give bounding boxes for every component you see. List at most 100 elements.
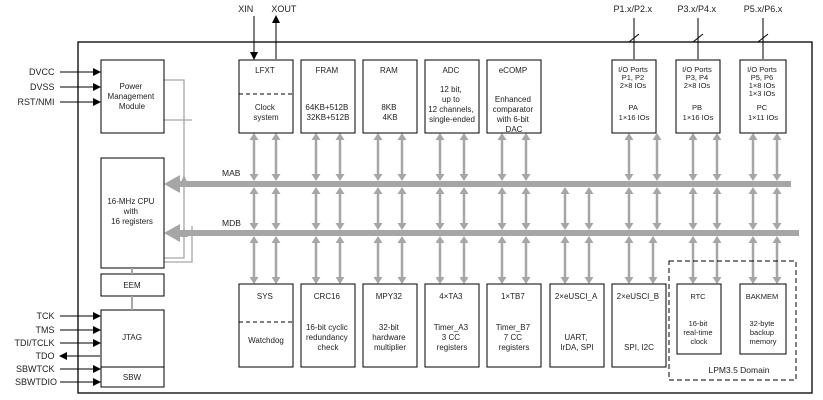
pa-head-3: 2×8 IOs	[620, 81, 647, 90]
cpu-block	[100, 157, 165, 269]
mdb-label: MDB	[222, 218, 241, 228]
bus-connector-arrowhead	[271, 174, 281, 181]
module-tb7: 1×TB7 Timer_B7 7 CC registers	[486, 283, 542, 368]
mpy32-desc-3: multiplier	[374, 343, 406, 352]
bus-connector-arrowhead	[521, 277, 531, 284]
bus-connector-arrowhead	[624, 133, 634, 140]
pin-rst: RST/NMI	[17, 97, 54, 107]
bus-connector-arrowhead	[688, 236, 698, 243]
pin-tck: TCK	[36, 311, 54, 321]
bus-connector-arrowhead	[584, 223, 594, 230]
pc-head-1: I/O Ports	[747, 65, 777, 74]
mab-bus	[164, 175, 791, 193]
bus-connector-arrowhead	[652, 187, 662, 194]
bus-connector-arrowhead	[397, 277, 407, 284]
ram-title: RAM	[380, 66, 398, 75]
module-fram: FRAM 64KB+512B 32KB+512B	[300, 59, 356, 134]
lpm-domain-box	[668, 260, 797, 381]
bus-connector-arrowhead	[335, 133, 345, 140]
bus-connector-arrowhead	[648, 236, 658, 243]
eusci-b-title: 2×eUSCI_B	[617, 292, 659, 301]
bus-connector-arrowhead	[271, 277, 281, 284]
pa-title: PA	[628, 103, 637, 112]
bus-connector-arrowhead	[624, 236, 634, 243]
bus-connector-arrowhead	[397, 236, 407, 243]
svg-text:BAKMEM 32-byte bac: BAKMEM 32-byte backup memory	[746, 292, 781, 346]
pin-sbwtck: SBWTCK	[16, 364, 55, 374]
eusci-a-title: 2×eUSCI_A	[555, 292, 598, 301]
bakmem-title: BAKMEM	[746, 292, 779, 301]
bus-connector-arrowhead	[311, 187, 321, 194]
bus-connector-arrowhead	[311, 236, 321, 243]
pc-title: PC	[757, 103, 768, 112]
module-ecomp: eCOMP Enhanced comparator with 6-bit DAC	[486, 59, 542, 134]
pmm-line-1: Power	[120, 82, 143, 91]
bus-connector-arrowhead	[373, 174, 383, 181]
tb7-title: 1×TB7	[501, 292, 525, 301]
svg-text:16-MHz CPU with 16 reg: 16-MHz CPU with 16 registers	[107, 197, 156, 226]
svg-text:2×eUSCI_A UART, Ir: 2×eUSCI_A UART, IrDA, SPI	[555, 292, 599, 352]
bus-connectors	[249, 133, 782, 284]
ram-desc-2: 4KB	[382, 113, 397, 122]
bus-connector-arrowhead	[560, 236, 570, 243]
mpy32-title: MPY32	[376, 292, 403, 301]
sbw-block	[100, 366, 165, 388]
lpm-domain-label: LPM3.5 Domain	[709, 365, 770, 375]
cpu-line-1: 16-MHz CPU	[107, 197, 154, 206]
module-lfxt: LFXT Clock system	[238, 59, 294, 134]
ecomp-title: eCOMP	[499, 66, 527, 75]
ecomp-desc-4: DAC	[506, 125, 523, 134]
adc-desc-1: 12 bit,	[440, 85, 462, 94]
bus-connector-arrowhead	[435, 187, 445, 194]
bus-connector-arrowhead	[497, 277, 507, 284]
svg-text:ADC 12 bit, up to: ADC 12 bit, up to 12 channels, single-en…	[428, 66, 476, 124]
bus-connector-arrowhead	[624, 174, 634, 181]
pa-head-2: P1, P2	[622, 73, 645, 82]
pmm-line-2: Management	[108, 92, 155, 101]
bus-connector-arrowhead	[521, 133, 531, 140]
bus-connector-arrowhead	[435, 174, 445, 181]
bus-connector-arrowhead	[397, 187, 407, 194]
bus-connector-arrowhead	[459, 174, 469, 181]
adc-desc-2: up to	[442, 95, 460, 104]
bakmem-desc-2: backup	[750, 328, 774, 337]
bus-connector-arrowhead	[459, 133, 469, 140]
pmm-line-3: Module	[119, 102, 146, 111]
fram-title: FRAM	[316, 66, 339, 75]
svg-text:4×TA3 Timer_A3 3 C: 4×TA3 Timer_A3 3 CC registers	[434, 292, 471, 352]
bus-connector-arrowhead	[748, 223, 758, 230]
bus-connector-arrowhead	[435, 133, 445, 140]
bus-connector-arrowhead	[459, 223, 469, 230]
pin-xin: XIN	[238, 4, 253, 14]
crc16-desc-3: check	[318, 343, 340, 352]
tb7-desc-2: 7 CC	[504, 333, 522, 342]
pin-p5: P5.x/P6.x	[744, 4, 783, 14]
svg-text:I/O Ports P3, P4 2: I/O Ports P3, P4 2×8 IOs PB 1×16 IOs	[682, 65, 714, 122]
mdb-bus	[164, 224, 799, 242]
bus-connector-arrowhead	[624, 187, 634, 194]
bus-connector-arrowhead	[373, 133, 383, 140]
svg-text:XIN XOUT P1.x/P2.x: XIN XOUT P1.x/P2.x P3.x/P4.x P5.x/P6.x	[238, 4, 783, 14]
ecomp-desc-2: comparator	[493, 105, 534, 114]
module-rtc: RTC 16-bit real-time clock	[676, 283, 722, 355]
bus-connector-arrowhead	[311, 277, 321, 284]
rtc-desc-2: real-time	[683, 328, 712, 337]
crc16-desc-2: redundancy	[306, 333, 348, 342]
bus-connector-arrowhead	[748, 174, 758, 181]
module-pc: I/O Ports P5, P6 1×8 IOs 1×3 IOs PC 1×11…	[739, 59, 787, 134]
pa-sub: 1×16 IOs	[619, 113, 650, 122]
bus-connector-arrowhead	[652, 223, 662, 230]
bus-connector-arrowhead	[459, 277, 469, 284]
module-mpy32: MPY32 32-bit hardware multiplier	[362, 283, 418, 368]
pin-dvcc: DVCC	[29, 67, 55, 77]
lfxt-desc-1: Clock	[255, 103, 276, 112]
sys-desc-1: Watchdog	[248, 336, 284, 345]
bus-connector-arrowhead	[688, 277, 698, 284]
svg-text:Power Management Modul: Power Management Module	[108, 82, 157, 111]
svg-text:LFXT Clock system: LFXT Clock system	[253, 66, 279, 122]
ta3-title: 4×TA3	[439, 292, 463, 301]
bus-connector-arrowhead	[335, 223, 345, 230]
mab-label: MAB	[222, 168, 241, 178]
pc-head-2: P5, P6	[751, 73, 774, 82]
left-pin-lines	[59, 68, 101, 386]
